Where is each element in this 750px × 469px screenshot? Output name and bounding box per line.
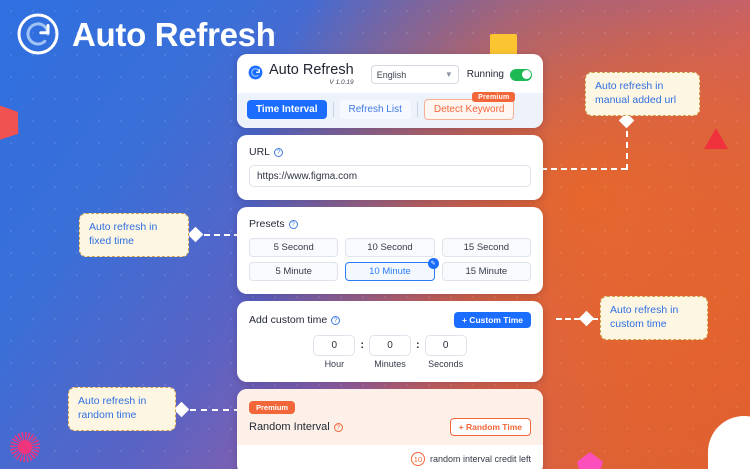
callout-fixed-time: Auto refresh in fixed time — [79, 213, 189, 257]
connector-line-random-time — [190, 409, 240, 411]
url-input[interactable]: https://www.figma.com — [249, 165, 531, 188]
random-interval-label-text: Random Interval — [249, 421, 330, 434]
url-label-text: URL — [249, 146, 271, 159]
brand-name: Auto Refresh — [269, 62, 354, 78]
premium-badge-tab: Premium — [472, 92, 516, 103]
preset-15-second[interactable]: 15 Second — [441, 238, 531, 258]
connector-node-fixed-time — [187, 226, 204, 243]
random-interval-card: Premium Random Interval ? + Random Time … — [237, 389, 543, 469]
question-mark-icon[interactable]: ? — [331, 315, 341, 325]
credit-count-badge: 10 — [410, 452, 425, 467]
seconds-input[interactable]: 0 — [424, 335, 467, 357]
minutes-input[interactable]: 0 — [369, 335, 411, 357]
callout-custom-time: Auto refresh in custom time — [600, 296, 708, 340]
time-separator-2: : — [416, 339, 420, 352]
running-toggle[interactable] — [510, 68, 532, 81]
decoration-starburst-pink — [10, 432, 40, 462]
chevron-down-icon: ▼ — [444, 70, 453, 80]
custom-time-card: Add custom time ? + Custom Time 0 Hour :… — [237, 301, 543, 383]
minutes-label: Minutes — [374, 359, 406, 370]
preset-10-second[interactable]: 10 Second — [345, 238, 435, 258]
question-mark-icon[interactable]: ? — [288, 219, 298, 229]
preset-10-minute[interactable]: 10 Minute ✎ — [345, 258, 439, 282]
decoration-cloud-white — [708, 416, 750, 469]
language-select[interactable]: English ▼ — [370, 65, 459, 85]
connector-node-random-time — [173, 401, 190, 418]
custom-time-section-label: Add custom time ? — [249, 314, 341, 327]
add-custom-time-button[interactable]: + Custom Time — [453, 312, 531, 329]
decoration-pentagon-red — [0, 100, 24, 143]
page-header: Auto Refresh — [16, 12, 276, 56]
tab-detect-keyword-label: Detect Keyword — [433, 104, 505, 116]
hour-field-group: 0 Hour — [313, 335, 356, 370]
panel-brand: Auto Refresh V 1.0.19 — [248, 62, 354, 87]
connector-node-custom-time — [578, 310, 595, 327]
connector-line-fixed-time — [204, 234, 240, 236]
callout-random-time: Auto refresh in random time — [68, 387, 176, 431]
extension-panel: Auto Refresh V 1.0.19 English ▼ Running … — [237, 54, 543, 469]
tab-divider-1 — [332, 102, 334, 118]
panel-tabs: Time Interval Refresh List Premium Detec… — [237, 92, 543, 129]
brand-version: V 1.0.19 — [329, 79, 354, 87]
credit-text: random interval credit left — [429, 454, 531, 465]
random-interval-label: Random Interval ? — [249, 421, 343, 433]
question-mark-icon[interactable]: ? — [333, 422, 343, 432]
custom-time-header: Add custom time ? + Custom Time — [249, 312, 531, 329]
question-mark-icon[interactable]: ? — [274, 147, 284, 157]
running-label: Running — [466, 69, 504, 81]
random-interval-row: Random Interval ? + Random Time — [249, 418, 531, 437]
connector-line-custom-time — [556, 318, 598, 320]
presets-card: Presets ? 5 Second 10 Second 15 Second 5… — [237, 207, 543, 295]
random-credit-row: 10 random interval credit left — [237, 445, 543, 469]
hour-input[interactable]: 0 — [313, 335, 356, 357]
brand-logo-icon — [248, 65, 263, 85]
tab-detect-keyword[interactable]: Premium Detect Keyword — [423, 92, 516, 121]
decoration-triangle-red — [704, 128, 728, 149]
seconds-label: Seconds — [428, 359, 464, 370]
url-card: URL ? https://www.figma.com — [237, 135, 543, 201]
preset-5-minute[interactable]: 5 Minute — [249, 262, 339, 282]
page-title: Auto Refresh — [72, 15, 276, 53]
random-interval-top: Premium Random Interval ? + Random Time — [237, 389, 543, 446]
panel-header-card: Auto Refresh V 1.0.19 English ▼ Running … — [237, 54, 543, 129]
preset-15-minute[interactable]: 15 Minute — [441, 262, 531, 282]
premium-badge-random: Premium — [249, 401, 296, 415]
url-section-label: URL ? — [249, 146, 531, 158]
minutes-field-group: 0 Minutes — [369, 335, 411, 369]
connector-line-manual-url-vertical — [626, 120, 628, 170]
preset-10-minute-label: 10 Minute — [369, 266, 411, 278]
presets-section-label: Presets ? — [249, 218, 531, 230]
custom-time-label-text: Add custom time — [249, 314, 328, 327]
seconds-field-group: 0 Seconds — [424, 335, 467, 370]
language-value: English — [376, 69, 407, 80]
connector-line-manual-url — [541, 168, 627, 170]
running-status: Running — [466, 68, 532, 81]
preset-5-second[interactable]: 5 Second — [249, 238, 339, 258]
tab-divider-2 — [416, 102, 418, 118]
url-input-value: https://www.figma.com — [257, 170, 358, 182]
custom-time-fields: 0 Hour : 0 Minutes : 0 Seconds — [249, 335, 531, 369]
tab-time-interval[interactable]: Time Interval — [247, 100, 327, 120]
edit-pencil-icon[interactable]: ✎ — [427, 258, 439, 270]
panel-top-row: Auto Refresh V 1.0.19 English ▼ Running — [237, 54, 543, 93]
add-random-time-button[interactable]: + Random Time — [449, 418, 531, 437]
time-separator-1: : — [360, 339, 364, 352]
hour-label: Hour — [324, 359, 345, 370]
decoration-pentagon-pink — [577, 452, 603, 469]
presets-grid: 5 Second 10 Second 15 Second 5 Minute 10… — [249, 238, 531, 282]
refresh-circle-icon — [16, 12, 60, 56]
tab-refresh-list[interactable]: Refresh List — [339, 100, 411, 120]
presets-label-text: Presets — [249, 218, 285, 231]
callout-manual-added-url: Auto refresh in manual added url — [585, 72, 700, 116]
